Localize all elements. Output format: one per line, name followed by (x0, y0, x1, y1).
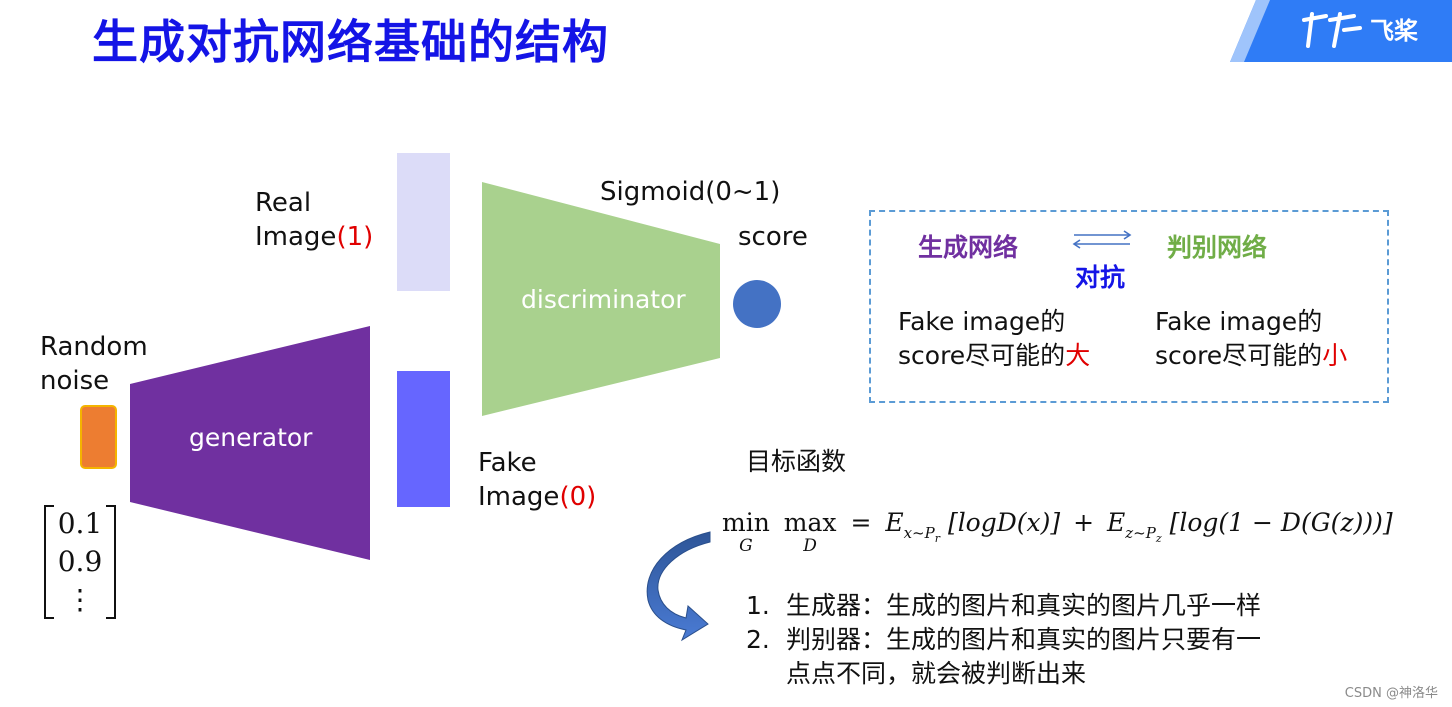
equals-sign: = (850, 508, 872, 537)
bidirectional-arrow-icon (1072, 230, 1132, 249)
logo-banner: 飞桨 (1230, 0, 1452, 62)
generator-goal-line2: score尽可能的 (898, 341, 1066, 370)
random-noise-line1: Random (40, 332, 148, 362)
curved-arrow-icon (646, 531, 711, 642)
fake-image-line1: Fake (478, 448, 537, 478)
vector-value-2: 0.9 (57, 545, 103, 578)
expectation-1: Ex~Pr (885, 508, 940, 545)
fake-image-bar (397, 371, 450, 507)
random-noise-line2: noise (40, 366, 110, 396)
paddle-logo-icon (1302, 12, 1362, 48)
min-operator: min G (722, 508, 770, 556)
discriminator-block (482, 182, 720, 416)
discriminator-label: discriminator (521, 285, 686, 314)
notes-list: 1. 生成器：生成的图片和真实的图片几乎一样 2. 判别器：生成的图片和真实的图… (746, 589, 1261, 691)
fake-image-line2: Image (478, 482, 560, 512)
adversarial-label: 对抗 (1075, 263, 1126, 292)
objective-formula: min G max D = Ex~Pr [logD(x)] + Ez~Pz [l… (722, 508, 1393, 556)
discriminator-goal-line2: score尽可能的 (1155, 341, 1323, 370)
discriminator-shape (482, 182, 720, 416)
note-text-1: 生成器：生成的图片和真实的图片几乎一样 (786, 591, 1262, 620)
page-title: 生成对抗网络基础的结构 (92, 15, 609, 69)
note-text-2a: 判别器：生成的图片和真实的图片只要有一 (786, 625, 1262, 654)
discriminator-goal-line1: Fake image的 (1155, 307, 1323, 336)
logo-stripe (1230, 0, 1270, 62)
vector-value-1: 0.1 (57, 507, 103, 540)
note-item-1: 1. 生成器：生成的图片和真实的图片几乎一样 (746, 589, 1261, 623)
generator-label: generator (189, 423, 313, 452)
random-noise-label: Random noise (40, 330, 148, 398)
vector-value-3: ⋮ (66, 583, 94, 616)
vector-values: 0.1 0.9 ⋮ (56, 505, 104, 619)
score-circle (733, 280, 781, 328)
fake-image-tag: (0) (559, 482, 597, 512)
discriminator-goal-emph: 小 (1322, 341, 1348, 370)
adversarial-box (869, 210, 1389, 403)
logo-background (1230, 0, 1452, 62)
objective-heading: 目标函数 (746, 447, 847, 476)
note-number-2: 2. (746, 625, 770, 654)
fake-image-label: Fake Image(0) (478, 446, 596, 514)
watermark: CSDN @神洛华 (1344, 686, 1438, 701)
discriminator-network-title: 判别网络 (1167, 233, 1268, 262)
generator-goal-line1: Fake image的 (898, 307, 1066, 336)
real-image-bar (397, 153, 450, 291)
real-image-label: Real Image(1) (255, 186, 373, 254)
score-label: score (738, 222, 808, 252)
note-text-2b: 点点不同，就会被判断出来 (786, 659, 1087, 688)
generator-network-title: 生成网络 (918, 233, 1019, 262)
log-fake-term: [log(1 − D(G(z)))] (1169, 508, 1393, 537)
plus-sign: + (1073, 508, 1095, 537)
discriminator-goal: Fake image的 score尽可能的小 (1155, 305, 1347, 373)
real-image-line2: Image (255, 222, 337, 252)
note-number-1: 1. (746, 591, 770, 620)
noise-input-box (80, 405, 117, 469)
real-image-line1: Real (255, 188, 312, 218)
sigmoid-label: Sigmoid(0~1) (600, 177, 781, 207)
generator-block (130, 326, 370, 560)
real-image-tag: (1) (336, 222, 374, 252)
vector-right-bracket (106, 505, 116, 619)
expectation-2: Ez~Pz (1107, 508, 1162, 545)
generator-goal: Fake image的 score尽可能的大 (898, 305, 1090, 373)
max-operator: max D (783, 508, 837, 556)
generator-shape (130, 326, 370, 560)
log-real-term: [logD(x)] (947, 508, 1061, 537)
note-item-2-cont: 点点不同，就会被判断出来 (746, 657, 1261, 691)
logo-text: 飞桨 (1370, 17, 1419, 45)
noise-vector: 0.1 0.9 ⋮ (44, 505, 116, 619)
generator-goal-emph: 大 (1065, 341, 1091, 370)
note-item-2: 2. 判别器：生成的图片和真实的图片只要有一 (746, 623, 1261, 657)
vector-left-bracket (44, 505, 54, 619)
